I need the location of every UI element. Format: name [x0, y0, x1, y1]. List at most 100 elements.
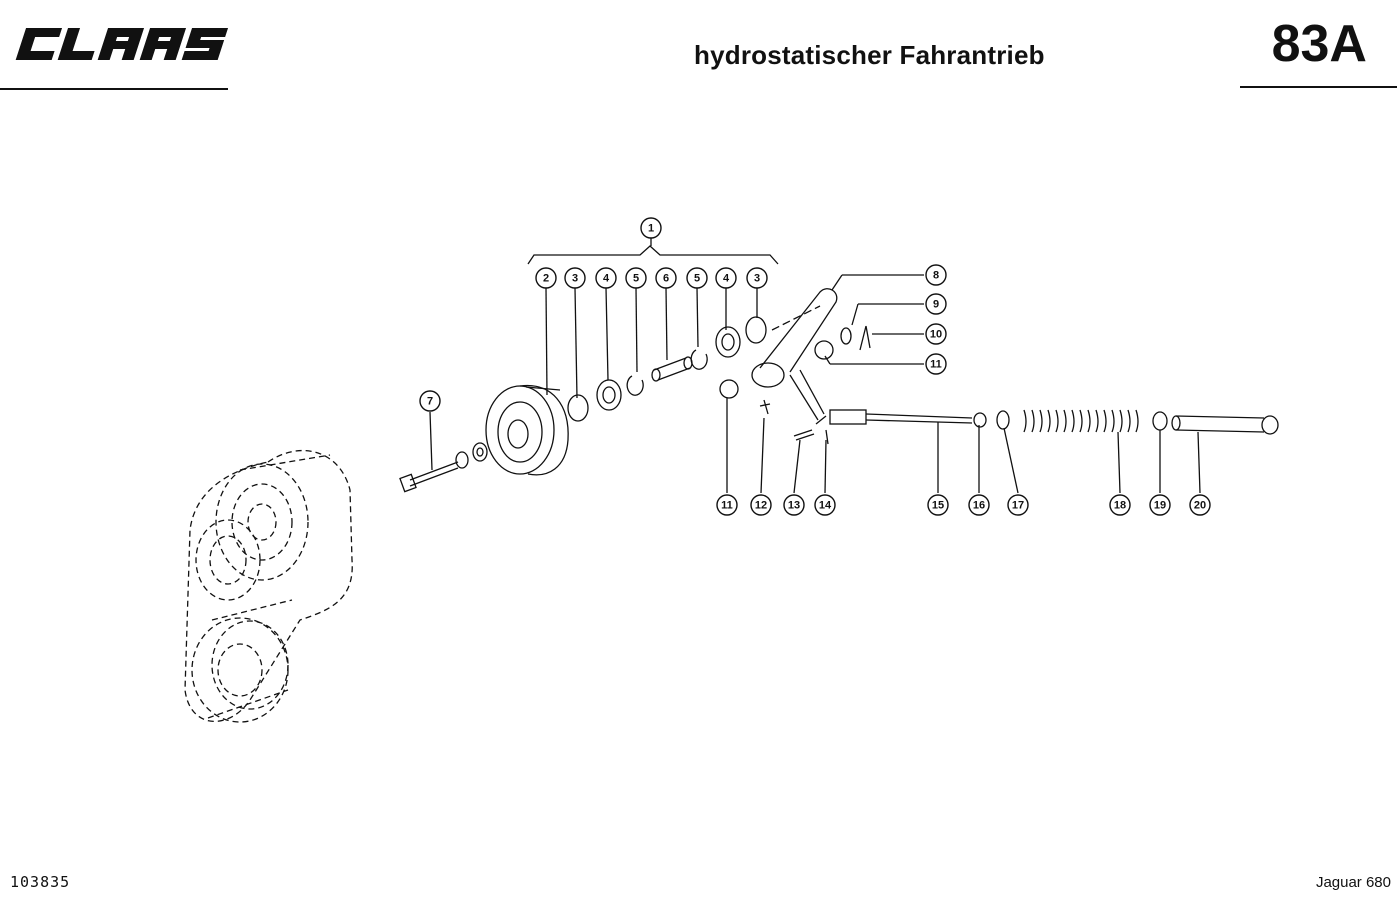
- callout-label: 3: [572, 273, 578, 285]
- callout-circle: [925, 353, 947, 375]
- callout-circle: [595, 267, 617, 289]
- part-shaft-6: [651, 356, 693, 382]
- callout-circle: [715, 267, 737, 289]
- callout-7: 7: [419, 390, 441, 412]
- callout-2: 2: [535, 267, 557, 289]
- callout-label: 19: [1154, 500, 1166, 512]
- part-nut-16: [973, 412, 987, 428]
- callout-19: 19: [1149, 494, 1171, 516]
- part-bolt-13: [793, 429, 815, 441]
- callout-label: 1: [648, 223, 654, 235]
- part-screw-12: [759, 399, 771, 415]
- part-washer-9: [840, 327, 852, 345]
- callout-11: 11: [925, 353, 947, 375]
- callout-12: 12: [750, 494, 772, 516]
- callout-label: 10: [930, 329, 942, 341]
- claas-logo: [15, 28, 229, 60]
- page-title: hydrostatischer Fahrantrieb: [694, 40, 1045, 70]
- part-washer-17: [996, 410, 1010, 430]
- callout-circle: [716, 494, 738, 516]
- callout-label: 8: [933, 270, 939, 282]
- callout-circle: [1007, 494, 1029, 516]
- callout-6: 6: [655, 267, 677, 289]
- callout-3: 3: [564, 267, 586, 289]
- callout-label: 3: [754, 273, 760, 285]
- callout-label: 2: [543, 273, 549, 285]
- callout-3: 3: [746, 267, 768, 289]
- callout-label: 11: [930, 359, 942, 371]
- callout-label: 4: [723, 273, 730, 285]
- callout-4: 4: [595, 267, 617, 289]
- part-circlip-5b: [690, 349, 708, 370]
- callout-label: 5: [694, 273, 700, 285]
- callout-label: 7: [427, 396, 433, 408]
- callout-circle: [625, 267, 647, 289]
- callout-4: 4: [715, 267, 737, 289]
- callout-circle: [925, 264, 947, 286]
- callout-circle: [1189, 494, 1211, 516]
- callout-label: 20: [1194, 500, 1206, 512]
- callout-circle: [927, 494, 949, 516]
- part-rod-15: [829, 409, 973, 425]
- callout-circle: [640, 217, 662, 239]
- callout-5: 5: [686, 267, 708, 289]
- callout-label: 14: [819, 500, 832, 512]
- belt-drive-outline: [184, 449, 353, 723]
- callout-16: 16: [968, 494, 990, 516]
- part-lever-8: [751, 288, 838, 425]
- callout-label: 18: [1114, 500, 1126, 512]
- callout-1: 1: [640, 217, 662, 239]
- callout-14: 14: [814, 494, 836, 516]
- callout-label: 9: [933, 299, 939, 311]
- callout-circle: [746, 267, 768, 289]
- callout-15: 15: [927, 494, 949, 516]
- part-ring-3: [567, 394, 589, 422]
- callout-circle: [750, 494, 772, 516]
- callout-label: 6: [663, 273, 669, 285]
- callout-circle: [783, 494, 805, 516]
- callout-9: 9: [925, 293, 947, 315]
- callout-circle: [419, 390, 441, 412]
- part-washer-19: [1152, 411, 1168, 431]
- callout-label: 16: [973, 500, 985, 512]
- part-circlip-5: [626, 375, 644, 396]
- callout-circle: [1149, 494, 1171, 516]
- callout-circle: [686, 267, 708, 289]
- part-bolt-7: [399, 442, 488, 493]
- part-pulley-2: [485, 384, 569, 476]
- callout-17: 17: [1007, 494, 1029, 516]
- document-number: 103835: [10, 873, 71, 891]
- part-spring-18: [1023, 409, 1139, 433]
- callout-label: 15: [932, 500, 944, 512]
- callout-label: 17: [1012, 500, 1024, 512]
- part-bearing-4b: [715, 326, 741, 358]
- callout-5: 5: [625, 267, 647, 289]
- callout-circle: [564, 267, 586, 289]
- callout-18: 18: [1109, 494, 1131, 516]
- part-bearing-4: [596, 379, 622, 411]
- callout-circle: [535, 267, 557, 289]
- callout-20: 20: [1189, 494, 1211, 516]
- callout-circle: [925, 323, 947, 345]
- part-pin-14: [825, 429, 829, 445]
- callout-label: 11: [721, 500, 733, 512]
- part-bolt-20: [1171, 415, 1279, 435]
- part-bushing-11b: [719, 379, 739, 399]
- callout-10: 10: [925, 323, 947, 345]
- model-name: Jaguar 680: [1315, 874, 1391, 891]
- callout-circle: [1109, 494, 1131, 516]
- page-number: 83A: [1271, 15, 1367, 73]
- callout-circle: [655, 267, 677, 289]
- callout-label: 4: [603, 273, 610, 285]
- callout-label: 5: [633, 273, 639, 285]
- callout-13: 13: [783, 494, 805, 516]
- callout-8: 8: [925, 264, 947, 286]
- callout-11: 11: [716, 494, 738, 516]
- part-bushing-11: [814, 340, 834, 360]
- header-rule-right: [1240, 86, 1397, 88]
- leader-lines: [429, 238, 1201, 494]
- callout-circle: [968, 494, 990, 516]
- part-ring-3b: [745, 316, 767, 344]
